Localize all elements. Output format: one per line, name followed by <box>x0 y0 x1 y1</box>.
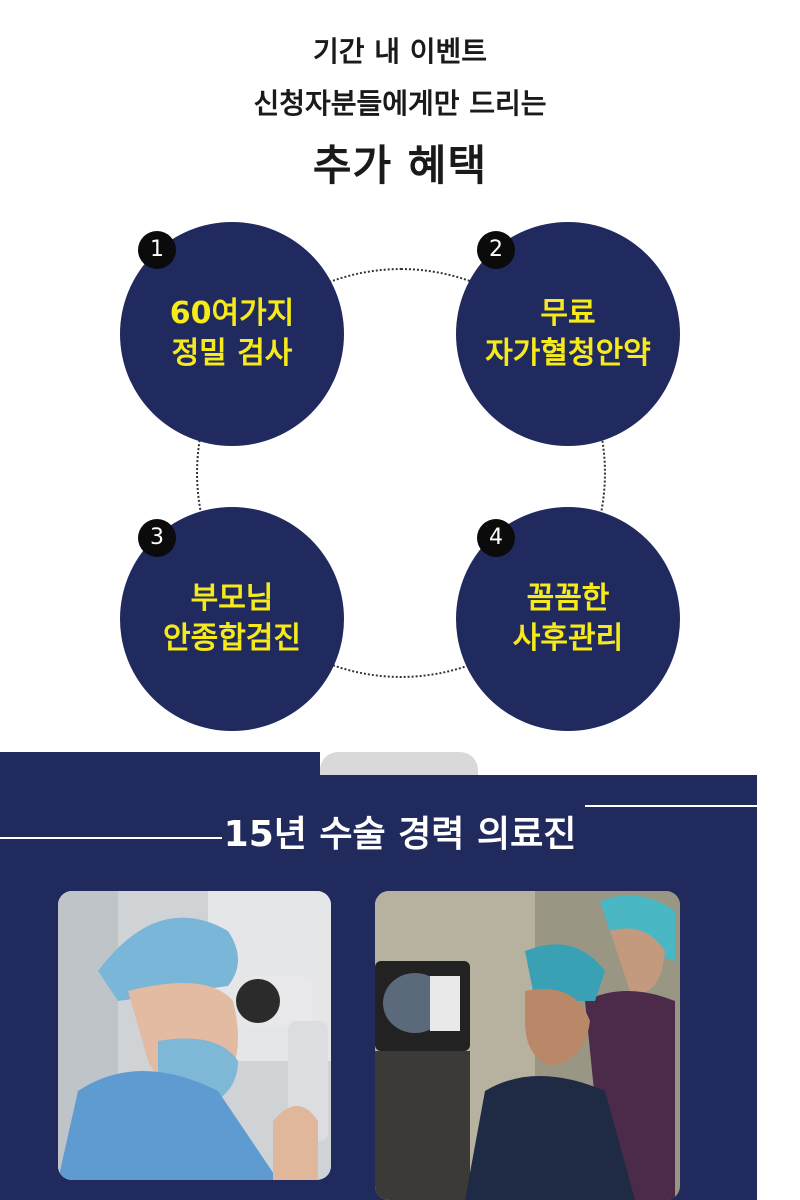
surgery-room-photo <box>375 891 680 1200</box>
benefit-circle-2: 무료 자가혈청안약 <box>456 222 680 446</box>
benefit-1-line-1: 60여가지 <box>169 296 295 331</box>
team-title: 15년 수술 경력 의료진 <box>223 814 577 855</box>
headline-line-2: 신청자분들에게만 드리는 <box>253 87 547 120</box>
benefit-3-line-2: 안종합검진 <box>163 621 301 656</box>
title-rule-right <box>585 805 757 807</box>
panel-back-tab-top <box>320 752 478 775</box>
benefit-2-line-1: 무료 <box>540 296 596 331</box>
surgeon-microscope-illustration <box>58 891 331 1180</box>
benefit-2-line-2: 자가혈청안약 <box>485 336 651 371</box>
surgeon-microscope-photo <box>58 891 331 1180</box>
headline-line-1: 기간 내 이벤트 <box>312 35 488 68</box>
benefit-1-line-2: 정밀 검사 <box>171 336 293 371</box>
benefit-circle-1: 60여가지 정밀 검사 <box>120 222 344 446</box>
benefit-3-number-badge: 3 <box>138 519 176 557</box>
benefit-1-number-badge: 1 <box>138 231 176 269</box>
benefit-4-number-badge: 4 <box>477 519 515 557</box>
dotted-connector-ring <box>196 268 606 678</box>
panel-right-tab <box>320 775 757 795</box>
headline-main: 추가 혜택 <box>312 141 488 190</box>
benefit-3-line-1: 부모님 <box>190 581 274 616</box>
benefit-2-number-badge: 2 <box>477 231 515 269</box>
benefit-4-line-1: 꼼꼼한 <box>526 581 610 616</box>
surgery-room-illustration <box>375 891 680 1200</box>
benefit-4-line-2: 사후관리 <box>512 621 624 656</box>
title-rule-left <box>0 837 222 839</box>
